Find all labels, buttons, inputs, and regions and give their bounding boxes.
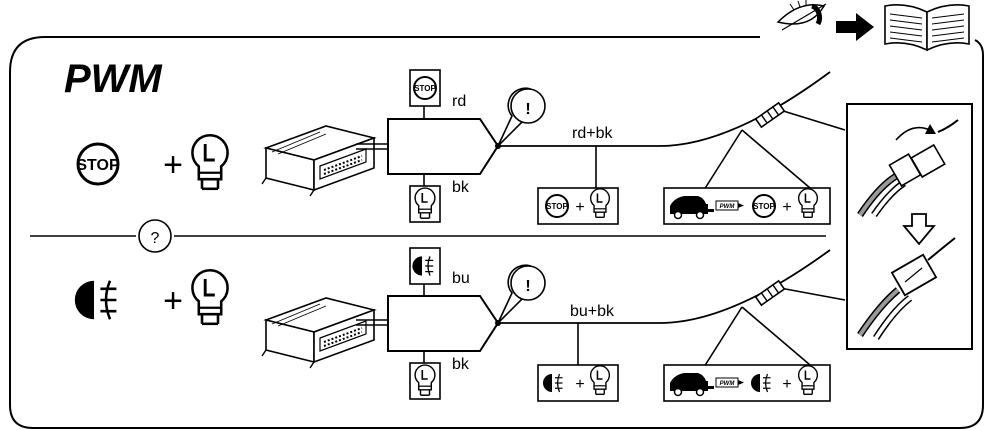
plus-sign: + xyxy=(163,282,183,320)
connector-icon xyxy=(754,101,786,129)
svg-text:+: + xyxy=(575,199,584,216)
stop-lamp-icon: STOP xyxy=(76,142,120,186)
open-book-icon xyxy=(884,4,970,52)
wire-splitter xyxy=(387,118,500,175)
connector-closed-icon xyxy=(857,237,956,340)
bulb-icon xyxy=(190,268,230,326)
combined-wire xyxy=(498,71,831,147)
svg-text:STOP: STOP xyxy=(546,202,568,211)
svg-text:!: ! xyxy=(525,101,530,118)
connector-icon xyxy=(754,279,786,307)
page-title: PWM xyxy=(64,57,163,101)
wire-label-bu-bk: bu+bk xyxy=(570,303,615,320)
wire-label-rd-bk: rd+bk xyxy=(572,125,613,142)
svg-text:STOP: STOP xyxy=(76,157,120,174)
svg-text:PWM: PWM xyxy=(720,381,736,387)
arrow-down-icon xyxy=(902,213,936,246)
svg-text:PWM: PWM xyxy=(720,204,736,210)
trailer-module-icon xyxy=(261,125,375,197)
svg-text:!: ! xyxy=(525,278,530,295)
wire-label-bu: bu xyxy=(452,270,470,287)
svg-text:+: + xyxy=(782,199,791,216)
eye-icon xyxy=(776,0,827,31)
bulb-icon xyxy=(190,133,230,191)
arrow-right-icon xyxy=(836,13,874,41)
svg-text:+: + xyxy=(782,376,791,393)
svg-text:STOP: STOP xyxy=(753,202,775,211)
combined-wire xyxy=(498,249,831,324)
svg-text:STOP: STOP xyxy=(414,84,436,93)
trailer-module-icon xyxy=(261,297,375,369)
svg-text:+: + xyxy=(575,376,584,393)
wire-label-bk: bk xyxy=(452,179,470,196)
frame-border xyxy=(9,36,984,429)
connector-open-icon xyxy=(857,119,959,217)
wire-label-bk: bk xyxy=(452,356,470,373)
question-icon: ? xyxy=(138,219,172,253)
wire-label-rd: rd xyxy=(452,93,466,110)
wire-splitter xyxy=(387,295,500,352)
info-exclamation-icon: ! xyxy=(497,87,546,147)
plus-sign: + xyxy=(163,146,183,184)
fog-lamp-icon xyxy=(73,279,118,321)
info-exclamation-icon: ! xyxy=(497,264,546,324)
svg-text:?: ? xyxy=(151,230,160,247)
